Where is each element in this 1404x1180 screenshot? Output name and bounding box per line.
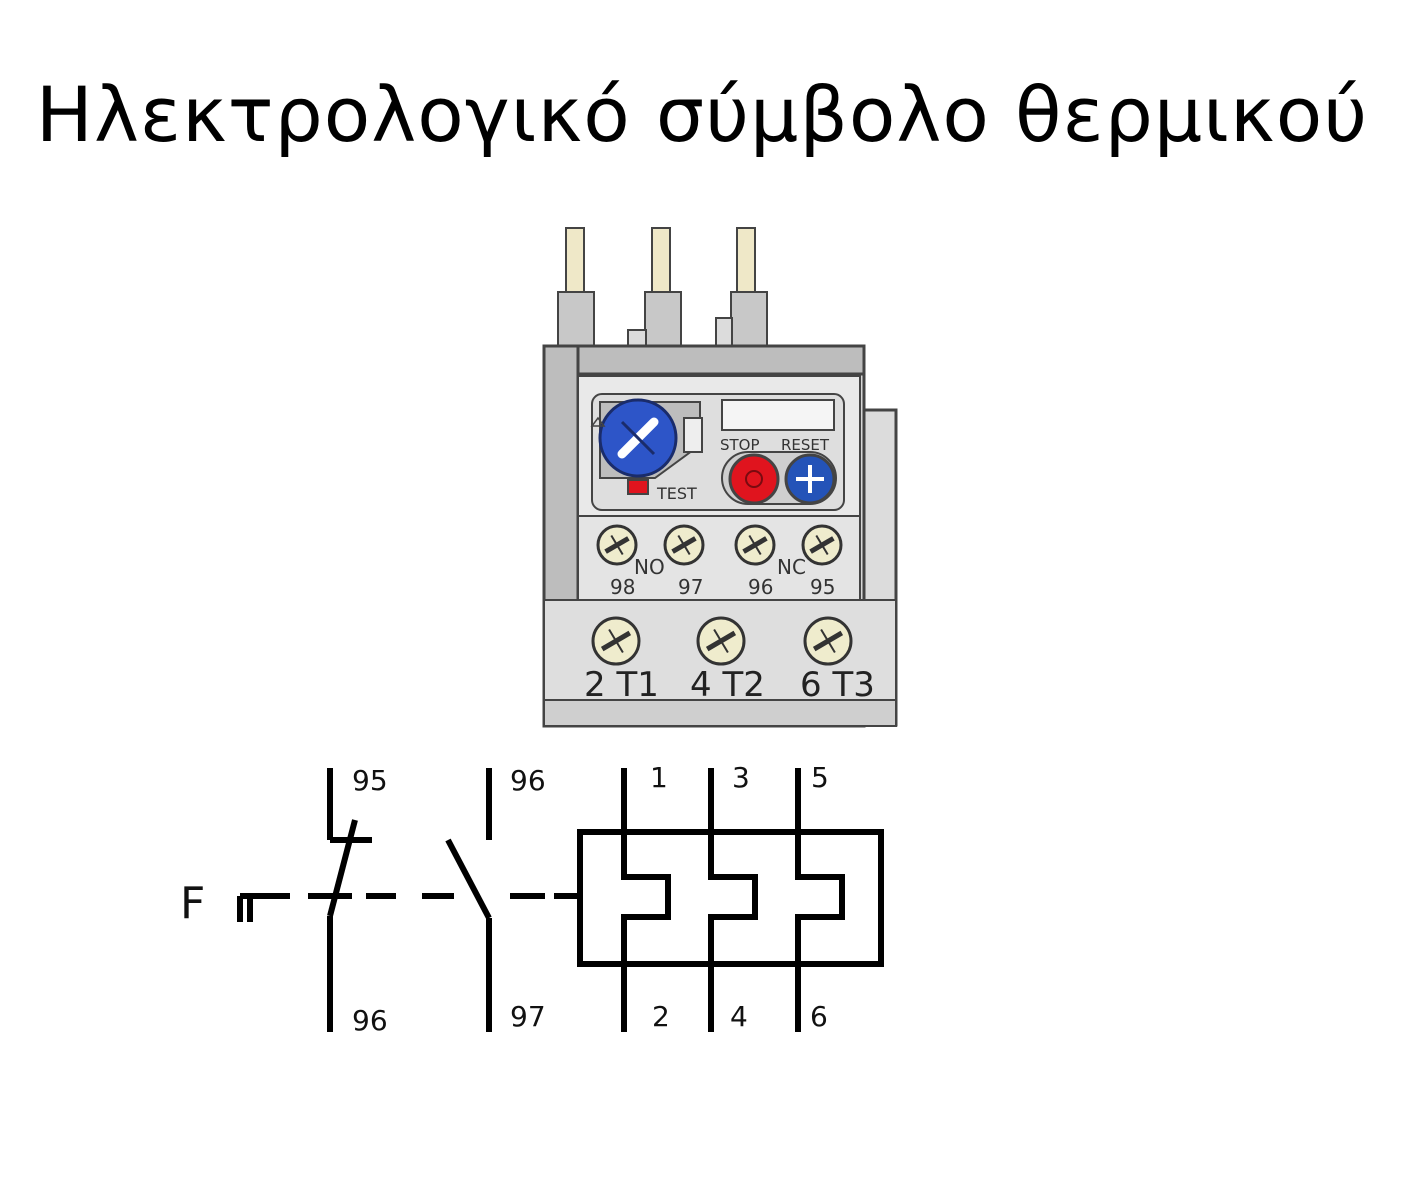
main-top-label: 3 bbox=[732, 761, 750, 794]
test-button[interactable] bbox=[627, 479, 649, 495]
aux-terminal-label: 98 bbox=[610, 575, 635, 599]
no-group-label: NO bbox=[634, 555, 665, 579]
aux-terminal-label: 97 bbox=[678, 575, 703, 599]
stop-label: STOP bbox=[720, 436, 760, 454]
terminal-screw-icon bbox=[591, 616, 641, 666]
main-top-label: 1 bbox=[650, 761, 668, 794]
page-title: Ηλεκτρολογικό σύμβολο θερμικού bbox=[35, 70, 1369, 159]
main-top-label: 5 bbox=[811, 761, 829, 794]
main-terminal-label: 2 T1 bbox=[584, 665, 659, 705]
supply-pins bbox=[557, 227, 768, 351]
terminal-screw-icon bbox=[663, 524, 705, 566]
no-bottom-label: 97 bbox=[510, 1000, 546, 1033]
nc-group-label: NC bbox=[777, 555, 806, 579]
thermal-element-poles bbox=[621, 768, 845, 1032]
test-label: TEST bbox=[656, 484, 697, 503]
device-label: F bbox=[180, 878, 205, 929]
label-window bbox=[721, 399, 835, 431]
main-bottom-label: 4 bbox=[730, 1000, 748, 1033]
main-terminal-label: 4 T2 bbox=[690, 665, 765, 705]
current-setting-dial[interactable] bbox=[590, 398, 703, 479]
terminal-screw-icon bbox=[596, 524, 638, 566]
thermal-pole bbox=[708, 768, 758, 1032]
nc-contact bbox=[327, 768, 372, 1032]
thermal-element-box bbox=[577, 829, 884, 967]
aux-terminal-screws bbox=[596, 524, 843, 566]
actuator-symbol bbox=[237, 893, 290, 922]
nc-bottom-label: 96 bbox=[352, 1004, 388, 1037]
thermal-pole bbox=[621, 768, 671, 1032]
nc-top-label: 95 bbox=[352, 764, 388, 797]
terminal-screw-icon bbox=[803, 616, 853, 666]
stop-button[interactable] bbox=[728, 453, 780, 505]
main-bottom-label: 2 bbox=[652, 1000, 670, 1033]
thermal-pole bbox=[795, 768, 845, 1032]
main-terminal-label: 6 T3 bbox=[800, 665, 875, 705]
terminal-screw-icon bbox=[801, 524, 843, 566]
main-terminal-screws bbox=[591, 616, 853, 666]
aux-terminal-label: 96 bbox=[748, 575, 773, 599]
no-contact bbox=[445, 768, 492, 1032]
main-bottom-label: 6 bbox=[810, 1000, 828, 1033]
terminal-screw-icon bbox=[696, 616, 746, 666]
aux-terminal-label: 95 bbox=[810, 575, 835, 599]
terminal-screw-icon bbox=[734, 524, 776, 566]
reset-label: RESET bbox=[781, 436, 830, 454]
no-top-label: 96 bbox=[510, 764, 546, 797]
reset-button[interactable] bbox=[784, 453, 836, 505]
